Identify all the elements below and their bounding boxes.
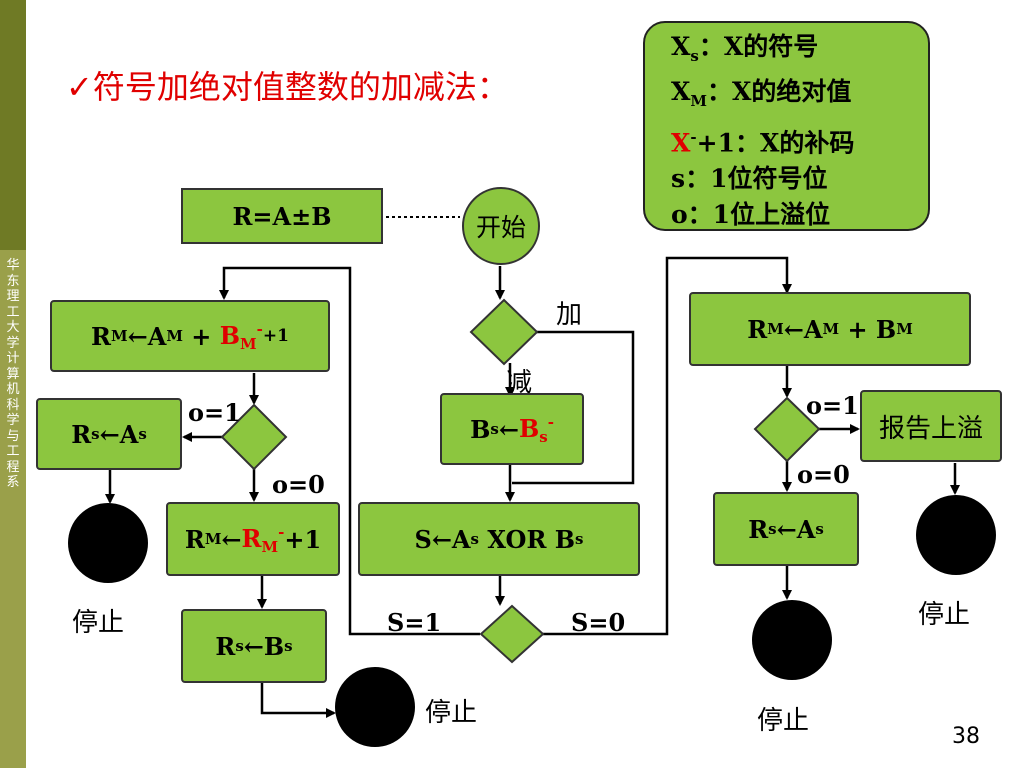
stop-label-4: 停止 — [918, 600, 971, 630]
stop-dot-4 — [916, 495, 996, 575]
report-overflow-box: 报告上溢 — [860, 390, 1002, 462]
stop-dot-2 — [335, 667, 415, 747]
legend-line-signbit: s：1位符号位 — [671, 164, 828, 194]
label-add: 加 — [556, 300, 583, 330]
formula-box: R=A±B — [181, 188, 383, 244]
label-s0: S=0 — [571, 608, 626, 637]
decision-overflow-right — [753, 396, 821, 463]
legend-line-complement: X-+1：X的补码 — [671, 128, 855, 158]
label-o1-left: o=1 — [188, 398, 241, 427]
legend-line-overflow: o：1位上溢位 — [671, 200, 831, 230]
label-o1-right: o=1 — [806, 391, 859, 420]
sidebar-text: 华东理工大学计算机科学与工程系 — [6, 258, 20, 490]
page-number: 38 — [952, 724, 980, 749]
legend-box: Xs：X的符号 XM：X的绝对值 X-+1：X的补码 s：1位符号位 o：1位上… — [643, 21, 930, 231]
decision-overflow-left — [220, 403, 288, 471]
slide-title: ✓符号加绝对值整数的加减法： — [66, 68, 509, 106]
legend-line-sign: Xs：X的符号 — [671, 32, 819, 65]
label-o0-right: o=0 — [797, 460, 850, 489]
sidebar: 华东理工大学计算机科学与工程系 — [0, 0, 26, 768]
label-o0-left: o=0 — [272, 470, 325, 499]
stop-dot-3 — [752, 600, 832, 680]
stop-dot-1 — [68, 503, 148, 583]
legend-line-abs: XM：X的绝对值 — [671, 77, 852, 110]
start-node: 开始 — [462, 187, 540, 265]
stop-label-2: 停止 — [425, 698, 478, 728]
decision-add-sub — [469, 298, 539, 366]
decision-sign-xor — [479, 604, 545, 664]
stop-label-3: 停止 — [757, 706, 810, 736]
label-sub: 减 — [506, 368, 533, 398]
label-s1: S=1 — [387, 608, 442, 637]
sidebar-top — [0, 0, 26, 250]
stop-label-1: 停止 — [72, 608, 125, 638]
